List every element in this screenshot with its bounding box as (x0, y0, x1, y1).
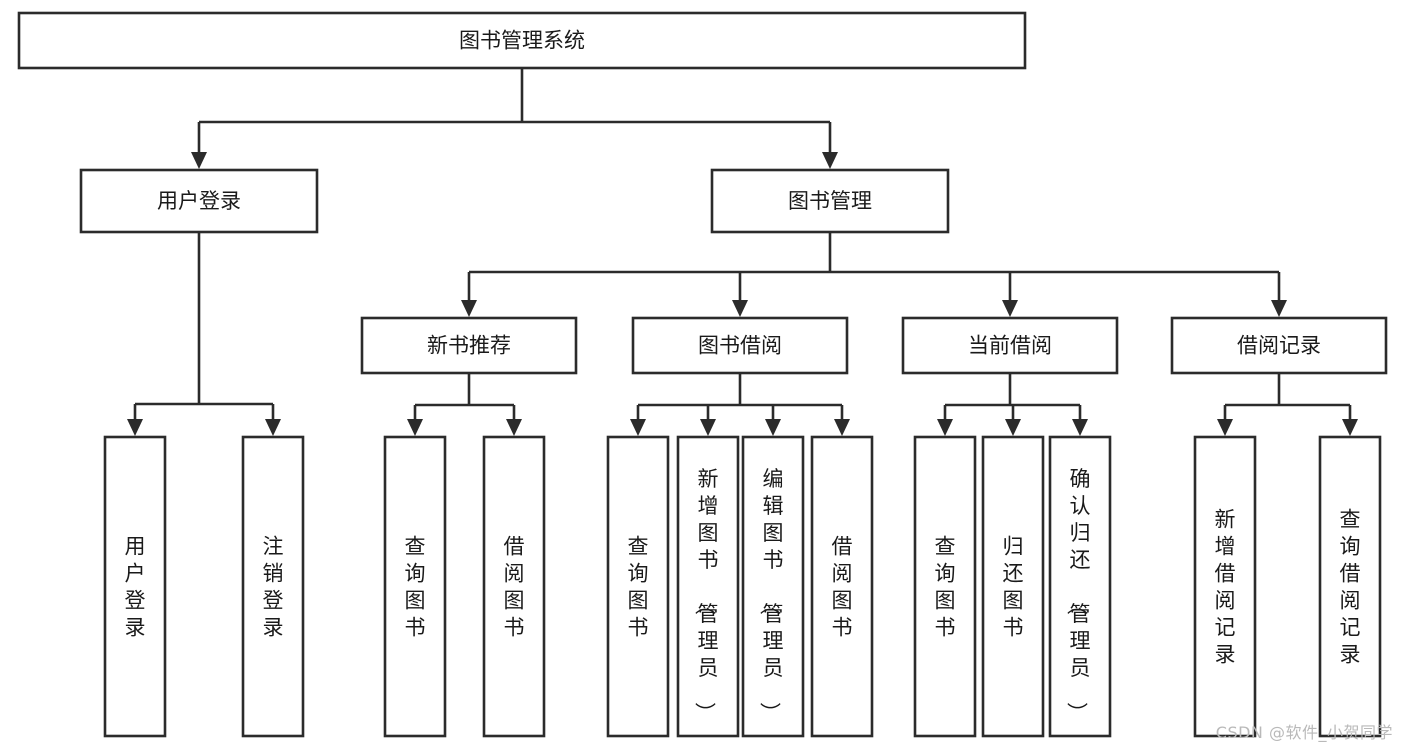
node-label: 图书借阅 (698, 334, 782, 358)
node-box (901, 316, 1119, 375)
node-box (383, 435, 447, 738)
node-book-borrow[interactable]: 图书借阅 (631, 316, 849, 375)
node-box (17, 11, 1027, 70)
edge-group-n-current-borrow (937, 373, 1088, 436)
node-label: 用户登录 (125, 535, 146, 640)
node-box (606, 435, 670, 738)
node-box (741, 435, 805, 738)
edge-group-n-new-book-rec (407, 373, 522, 436)
node-current-borrow[interactable]: 当前借阅 (901, 316, 1119, 375)
node-label: 图书管理系统 (459, 29, 585, 53)
node-box (981, 435, 1045, 738)
node-box (360, 316, 578, 375)
node-label: 确认归还（管理员） (1065, 467, 1091, 723)
edge-group-n-root (191, 68, 838, 169)
node-label: 查询图书 (405, 535, 426, 640)
node-label: 归还图书 (1003, 535, 1024, 640)
node-box (241, 435, 305, 738)
node-box (676, 435, 740, 738)
node-leaf-user-login[interactable]: 用户登录 (103, 435, 167, 738)
node-leaf-query-book-2[interactable]: 查询图书 (606, 435, 670, 738)
node-leaf-logout[interactable]: 注销登录 (241, 435, 305, 738)
node-box (79, 168, 319, 234)
node-leaf-query-book-1[interactable]: 查询图书 (383, 435, 447, 738)
node-box (710, 168, 950, 234)
node-label: 查询借阅记录 (1340, 508, 1361, 667)
node-label: 编辑图书（管理员） (758, 467, 784, 723)
node-label: 查询图书 (628, 535, 649, 640)
edge-group-n-user-login (127, 232, 281, 436)
node-book-manage[interactable]: 图书管理 (710, 168, 950, 234)
node-leaf-borrow-book-1[interactable]: 借阅图书 (482, 435, 546, 738)
edge-group-n-borrow-record (1217, 373, 1358, 436)
node-label: 借阅图书 (504, 535, 525, 640)
node-box (482, 435, 546, 738)
node-label: 图书管理 (788, 189, 872, 213)
node-user-login[interactable]: 用户登录 (79, 168, 319, 234)
node-box (913, 435, 977, 738)
node-box (810, 435, 874, 738)
node-leaf-add-record[interactable]: 新增借阅记录 (1193, 435, 1257, 738)
node-leaf-return-book[interactable]: 归还图书 (981, 435, 1045, 738)
node-leaf-query-record[interactable]: 查询借阅记录 (1318, 435, 1382, 738)
node-root[interactable]: 图书管理系统 (17, 11, 1027, 70)
node-label: 查询图书 (935, 535, 956, 640)
node-label: 用户登录 (157, 189, 241, 213)
node-leaf-query-book-3[interactable]: 查询图书 (913, 435, 977, 738)
node-box (1318, 435, 1382, 738)
node-label: 新书推荐 (427, 334, 511, 358)
node-box (631, 316, 849, 375)
node-label: 新增借阅记录 (1215, 508, 1236, 667)
edge-layer (127, 68, 1358, 436)
node-box (103, 435, 167, 738)
node-box (1193, 435, 1257, 738)
node-borrow-record[interactable]: 借阅记录 (1170, 316, 1388, 375)
node-label: 借阅记录 (1237, 334, 1321, 358)
node-box (1048, 435, 1112, 738)
node-label: 当前借阅 (968, 334, 1052, 358)
node-layer: 图书管理系统用户登录图书管理新书推荐图书借阅当前借阅借阅记录用户登录注销登录查询… (17, 11, 1388, 738)
node-label: 新增图书（管理员） (693, 467, 719, 723)
node-new-book-rec[interactable]: 新书推荐 (360, 316, 578, 375)
node-leaf-add-book[interactable]: 新增图书（管理员） (676, 435, 740, 738)
node-leaf-edit-book[interactable]: 编辑图书（管理员） (741, 435, 805, 738)
node-label: 注销登录 (263, 535, 284, 640)
node-leaf-confirm-return[interactable]: 确认归还（管理员） (1048, 435, 1112, 738)
node-leaf-borrow-book-2[interactable]: 借阅图书 (810, 435, 874, 738)
node-box (1170, 316, 1388, 375)
node-label: 借阅图书 (832, 535, 853, 640)
edge-group-n-book-manage (461, 232, 1287, 317)
edge-group-n-book-borrow (630, 373, 850, 436)
